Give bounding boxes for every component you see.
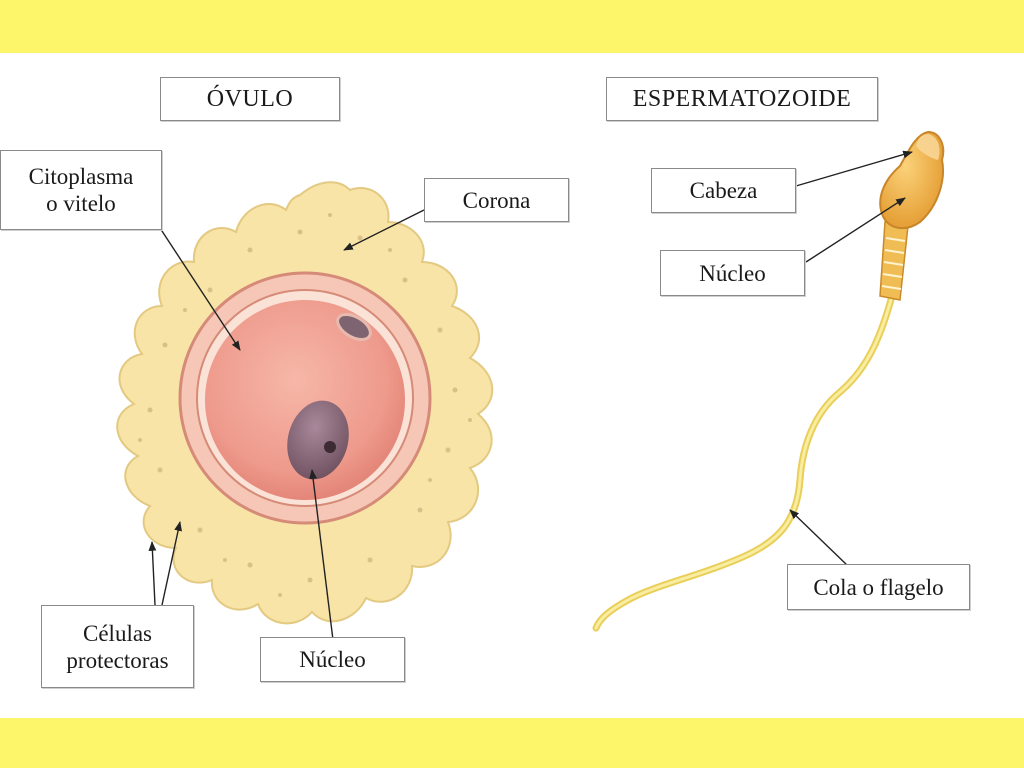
- label-nucleo-ovulo: Núcleo: [260, 637, 405, 682]
- corona-cell-dots: [138, 213, 472, 597]
- bottom-band: [0, 718, 1024, 768]
- ovum-nucleus: [287, 400, 349, 480]
- nucleolus: [324, 441, 336, 453]
- label-cola-flagelo: Cola o flagelo: [787, 564, 970, 610]
- top-band: [0, 0, 1024, 53]
- acrosome: [916, 134, 940, 160]
- label-celulas-protectoras: Células protectoras: [41, 605, 194, 688]
- label-citoplasma: Citoplasma o vitelo: [0, 150, 162, 230]
- polar-body: [336, 313, 372, 341]
- ovulo-title: ÓVULO: [160, 77, 340, 121]
- leader-lines: [148, 150, 913, 641]
- ovum: [116, 181, 494, 625]
- label-cabeza: Cabeza: [651, 168, 796, 213]
- label-corona: Corona: [424, 178, 569, 222]
- cytoplasm: [205, 300, 405, 500]
- label-nucleo-espermatozoide: Núcleo: [660, 250, 805, 296]
- espermatozoide-title: ESPERMATOZOIDE: [606, 77, 878, 121]
